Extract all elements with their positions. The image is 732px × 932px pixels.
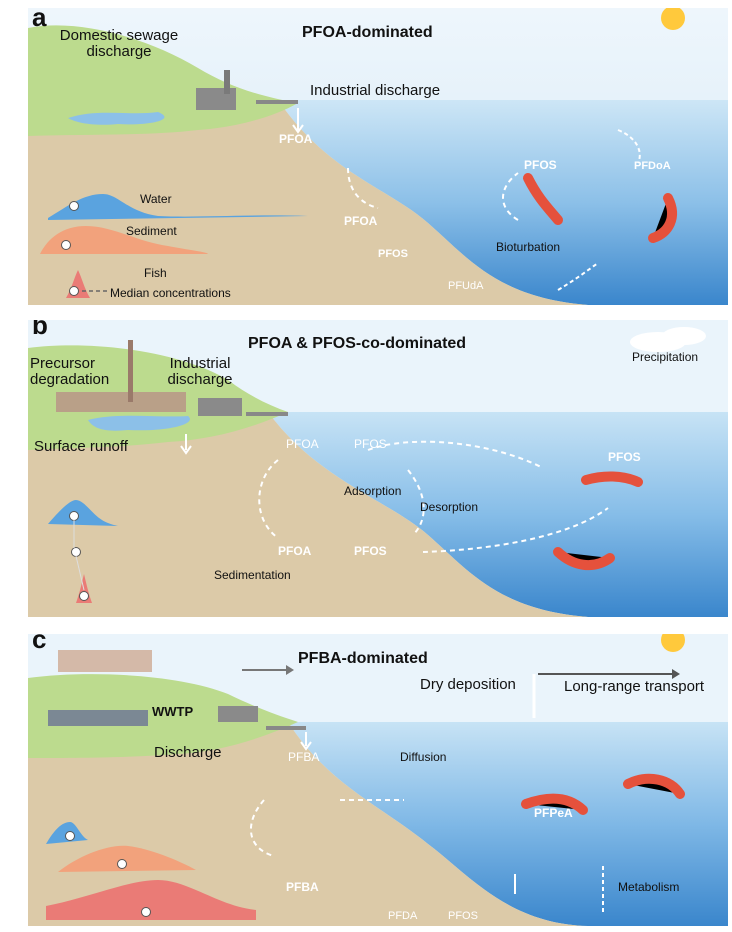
industrial-discharge-label: Industrial discharge — [167, 355, 233, 388]
precipitation-label: Precipitation — [632, 350, 699, 364]
fish-icon — [521, 793, 588, 815]
panel-title: PFOA-dominated — [302, 24, 433, 41]
discharge-label: Discharge — [154, 744, 222, 761]
panel-c: c PFBA-dominated WWTP Discharge Dry depo… — [28, 634, 728, 926]
metabolism-label: Metabolism — [618, 880, 680, 894]
fish-icon — [648, 193, 677, 243]
median-concentrations-label: Median concentrations — [110, 286, 231, 300]
wwtp-label: WWTP — [152, 704, 194, 719]
pfoa-label: PFOA — [278, 544, 312, 558]
pfuda-label: PFUdA — [448, 280, 484, 292]
fish-icon — [581, 471, 643, 487]
bioturbation-label: Bioturbation — [496, 240, 561, 254]
pfoa-label: PFOA — [279, 132, 313, 146]
pfos-label: PFOS — [448, 910, 478, 922]
panel-c-scene — [28, 634, 728, 926]
pfos-label: PFOS — [354, 544, 387, 558]
panel-letter: b — [32, 320, 48, 340]
pfpea-label: PFPeA — [534, 806, 573, 820]
water-label: Water — [140, 192, 172, 206]
domestic-sewage-label: Domestic sewage discharge — [59, 27, 179, 60]
panel-title: PFBA-dominated — [298, 650, 428, 667]
panel-a: a PFOA-dominated Domestic sewage dischar… — [28, 8, 728, 305]
pfdoa-label: PFDoA — [634, 160, 671, 172]
precursor-degradation-label: Precursor degradation — [30, 355, 110, 388]
pfba-label: PFBA — [286, 880, 319, 894]
pfoa-label: PFOA — [344, 214, 378, 228]
surface-runoff-label: Surface runoff — [34, 438, 128, 455]
pfoa-label: PFOA — [286, 437, 319, 451]
sedimentation-label: Sedimentation — [214, 568, 291, 582]
sediment-label: Sediment — [126, 224, 177, 238]
panel-letter: a — [32, 8, 47, 32]
pfba-label: PFBA — [288, 750, 320, 764]
pfda-label: PFDA — [388, 910, 418, 922]
pfos-label: PFOS — [524, 158, 557, 172]
pfos-label: PFOS — [608, 450, 641, 464]
fish-icon — [523, 173, 563, 225]
panel-letter: c — [32, 634, 47, 654]
fish-label: Fish — [144, 266, 167, 280]
pfos-label: PFOS — [354, 437, 387, 451]
panel-a-scene — [28, 8, 728, 305]
fish-icon — [623, 773, 685, 799]
panel-b: b PFOA & PFOS-co-dominated Precursor deg… — [28, 320, 728, 617]
desorption-label: Desorption — [420, 500, 479, 514]
adsorption-label: Adsorption — [344, 484, 402, 498]
pfos-label: PFOS — [378, 248, 408, 260]
fish-icon — [553, 547, 615, 571]
industrial-discharge-label: Industrial discharge — [310, 82, 441, 99]
panel-b-scene — [28, 320, 728, 617]
panel-title: PFOA & PFOS-co-dominated — [248, 335, 467, 352]
diffusion-label: Diffusion — [400, 750, 447, 764]
dry-deposition-label: Dry deposition — [420, 676, 516, 693]
long-range-transport-label: Long-range transport — [564, 678, 705, 695]
